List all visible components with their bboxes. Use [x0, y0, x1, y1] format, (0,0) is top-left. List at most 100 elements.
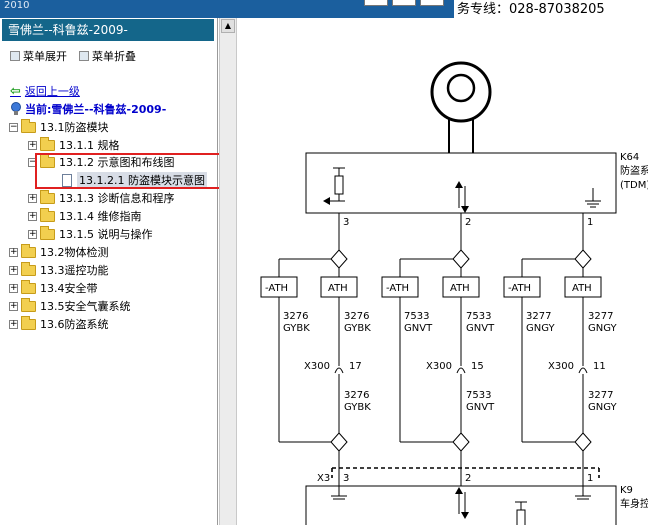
connector-pin: 11	[593, 361, 606, 372]
tdm-module-box	[305, 152, 617, 214]
expand-toggle-icon[interactable]: +	[28, 139, 37, 150]
expand-toggle-icon[interactable]: +	[9, 282, 18, 293]
tree-item-label: 13.1防盗模块	[40, 121, 109, 134]
collapse-icon	[79, 51, 89, 61]
connector-label: X3	[317, 473, 330, 484]
circuit-number: 7533	[466, 311, 491, 322]
menu-collapse-label: 菜单折叠	[92, 50, 136, 63]
circuit-number: 3276	[344, 390, 369, 401]
wiring-diagram-svg: K64 防盗系 (TDM) 3 2 1 -ATH ATH -ATH ATH -A…	[260, 61, 648, 528]
tree-item-label: 13.1.5 说明与操作	[59, 228, 153, 241]
expand-toggle-icon[interactable]: +	[9, 318, 18, 329]
option-label: -ATH	[508, 283, 531, 294]
module-top-id: K64	[620, 152, 639, 163]
wire-color: GYBK	[283, 323, 310, 334]
tree-item-label: 13.1.1 规格	[59, 139, 120, 152]
wire-color: GNVT	[404, 323, 433, 334]
tree-item-13-1[interactable]: − 13.1防盗模块	[9, 118, 109, 135]
antenna-coil-inner	[446, 73, 476, 103]
folder-icon	[40, 136, 55, 151]
menu-expand-button[interactable]: 菜单展开	[10, 48, 67, 64]
service-hotline: 务专线：028-87038205	[454, 0, 648, 20]
tree-item-label: 13.5安全气囊系统	[40, 300, 131, 313]
circuit-number: 3277	[588, 311, 613, 322]
tree-item-13-1-3[interactable]: + 13.1.3 诊断信息和程序	[28, 189, 175, 206]
wire-color: GNGY	[526, 323, 555, 334]
tree-item-13-1-2-1[interactable]: 13.1.2.1 防盗模块示意图	[62, 172, 207, 188]
tree-item-13-5[interactable]: + 13.5安全气囊系统	[9, 297, 131, 314]
tree-item-13-3[interactable]: + 13.3遥控功能	[9, 261, 109, 278]
circuit-number: 3276	[283, 311, 308, 322]
wire-color: GYBK	[344, 323, 371, 334]
expand-toggle-icon[interactable]: +	[28, 210, 37, 221]
tree-item-13-2[interactable]: + 13.2物体检测	[9, 243, 109, 260]
tree-item-13-1-1[interactable]: + 13.1.1 规格	[28, 136, 120, 153]
wire-color: GNVT	[466, 402, 495, 413]
module-bottom-name: 车身控	[620, 497, 648, 510]
header-tab[interactable]	[420, 0, 444, 6]
folder-icon	[21, 261, 36, 276]
location-pin-icon	[11, 102, 21, 115]
window-title-text: 2010	[4, 0, 30, 11]
tree-item-13-1-5[interactable]: + 13.1.5 说明与操作	[28, 225, 153, 242]
highlight-box	[35, 153, 223, 189]
header-tab[interactable]	[392, 0, 416, 6]
pin-label: 3	[343, 473, 349, 484]
header-tab[interactable]	[364, 0, 388, 6]
circuit-number: 3276	[344, 311, 369, 322]
module-bottom-id: K9	[620, 485, 633, 496]
tree-item-label: 13.1.4 维修指南	[59, 210, 142, 223]
expand-toggle-icon[interactable]: +	[9, 264, 18, 275]
module-top-name: 防盗系	[620, 164, 648, 177]
back-link[interactable]: ⇦ 返回上一级	[10, 83, 80, 99]
navigation-panel: 雪佛兰--科鲁兹-2009- 菜单展开 菜单折叠 ⇦ 返回上一级 当前:雪佛兰-…	[0, 18, 218, 525]
expand-toggle-icon[interactable]: +	[9, 246, 18, 257]
wire-color: GNGY	[588, 402, 617, 413]
scroll-up-arrow-icon[interactable]: ▲	[221, 19, 235, 33]
tree-item-13-4[interactable]: + 13.4安全带	[9, 279, 98, 296]
pin-label: 1	[587, 473, 593, 484]
connector-pin: 17	[349, 361, 362, 372]
tree-item-13-1-2[interactable]: − 13.1.2 示意图和布线图	[28, 153, 174, 170]
pin-label: 1	[587, 217, 593, 228]
expand-toggle-icon[interactable]: +	[28, 192, 37, 203]
circuit-number: 3277	[526, 311, 551, 322]
tree-item-label: 13.2物体检测	[40, 246, 109, 259]
connector-pin: 15	[471, 361, 484, 372]
option-label: -ATH	[265, 283, 288, 294]
folder-icon	[21, 315, 36, 330]
tree-item-label: 13.3遥控功能	[40, 264, 109, 277]
collapse-toggle-icon[interactable]: −	[9, 121, 18, 132]
connector-label: X300	[426, 361, 452, 372]
wire-color: GNGY	[588, 323, 617, 334]
tree-item-label-selected: 13.1.2.1 防盗模块示意图	[77, 172, 207, 188]
option-label: ATH	[572, 283, 592, 294]
back-arrow-icon: ⇦	[10, 83, 21, 99]
antenna-coil	[430, 61, 492, 123]
tree-item-label: 13.1.3 诊断信息和程序	[59, 192, 175, 205]
bcm-module-box	[305, 485, 617, 528]
expand-toggle-icon[interactable]: +	[28, 228, 37, 239]
option-label: ATH	[450, 283, 470, 294]
circuit-number: 7533	[466, 390, 491, 401]
pin-label: 3	[343, 217, 349, 228]
tree-item-13-1-4[interactable]: + 13.1.4 维修指南	[28, 207, 142, 224]
wire-color: GYBK	[344, 402, 371, 413]
folder-icon	[40, 225, 55, 240]
panel-title: 雪佛兰--科鲁兹-2009-	[2, 19, 214, 41]
folder-icon	[21, 243, 36, 258]
document-icon	[62, 173, 72, 187]
folder-icon	[21, 279, 36, 294]
connector-label: X300	[304, 361, 330, 372]
circuit-number: 7533	[404, 311, 429, 322]
vertical-scrollbar[interactable]: ▲	[219, 18, 237, 525]
tree-item-13-6[interactable]: + 13.6防盗系统	[9, 315, 109, 332]
module-top-abbr: (TDM)	[620, 180, 648, 191]
folder-icon	[21, 118, 36, 133]
current-location: 当前:雪佛兰--科鲁兹-2009-	[10, 101, 166, 117]
wire-color: GNVT	[466, 323, 495, 334]
expand-toggle-icon[interactable]: +	[9, 300, 18, 311]
connector-label: X300	[548, 361, 574, 372]
menu-collapse-button[interactable]: 菜单折叠	[79, 48, 136, 64]
pin-label: 2	[465, 217, 471, 228]
